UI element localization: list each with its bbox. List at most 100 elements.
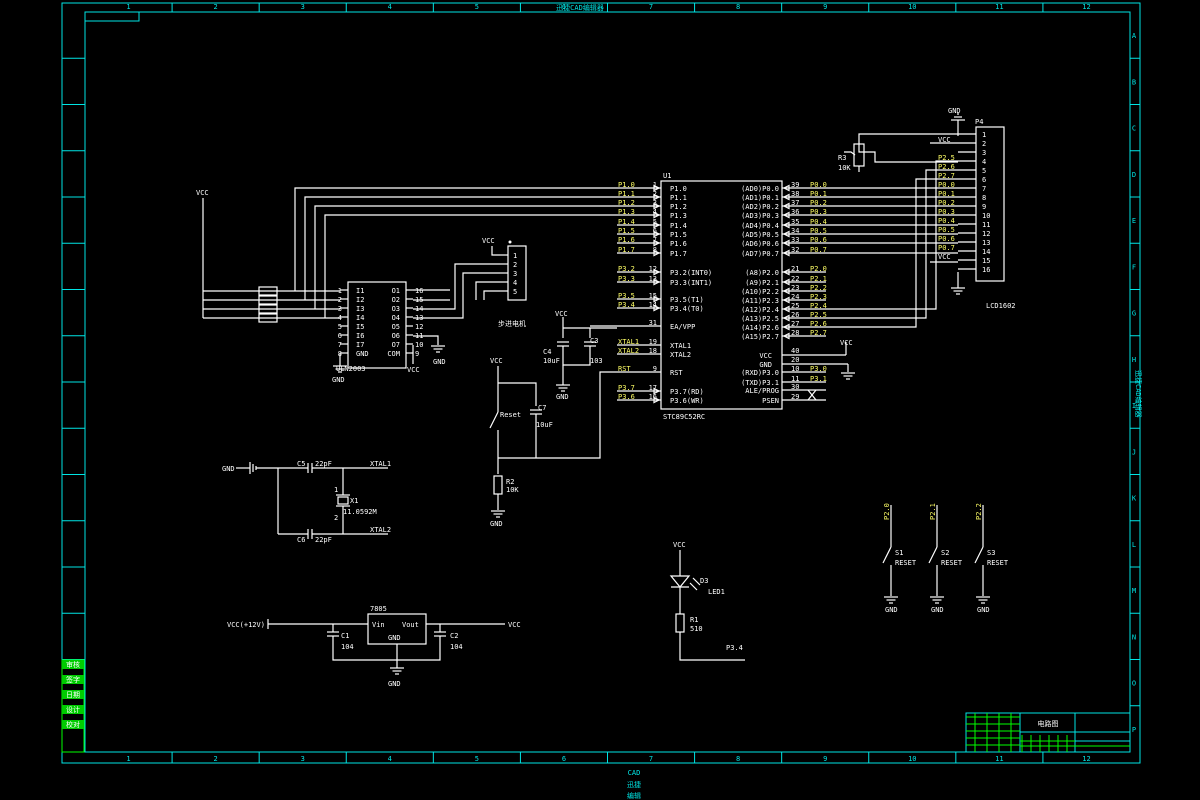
pin-arrow <box>653 184 661 192</box>
driver-label-right-3: O4 <box>392 314 400 322</box>
mcu-label-port1-4: P1.4 <box>670 222 687 230</box>
pf-vcc: VCC <box>555 310 568 318</box>
frame-col-top-1: 1 <box>126 3 130 11</box>
crystal-circuit: GND C5 22pF C6 22pF XTAL1 XTAL2 X1 11.05… <box>222 460 391 544</box>
lcd-net-12: P0.5 <box>938 226 955 234</box>
frame-row-L: L <box>1132 541 1136 549</box>
mcu-net-misc-1: P3.1 <box>810 375 827 383</box>
reset-r2-ref: R2 <box>506 478 514 486</box>
frame-col-top-9: 9 <box>823 3 827 11</box>
frame-col-top-6: 6 <box>562 3 566 11</box>
mcu-net-port3a-1: P3.3 <box>618 275 635 283</box>
pin-arrow <box>782 268 790 276</box>
pin-arrow <box>782 239 790 247</box>
frame-col-bottom-1: 1 <box>126 755 130 763</box>
title-block-title: 电路图 <box>1038 719 1059 728</box>
mcu-net-port2-1: P2.1 <box>810 275 827 283</box>
bus-vcc-label: VCC <box>196 189 209 197</box>
pin-arrow <box>653 230 661 238</box>
mcu-pin-misc-2: 30 <box>791 383 799 391</box>
driver-label-left-4: I5 <box>356 323 364 331</box>
mcu-label-port2-3: (A11)P2.3 <box>741 297 779 305</box>
lcd-pot-ref: R3 <box>838 154 846 162</box>
stamp-label: 校对 <box>66 720 80 729</box>
mcu-net-port0-6: P0.6 <box>810 236 827 244</box>
mcu-label-port0-2: (AD2)P0.2 <box>741 203 779 211</box>
xtal-pin2: 2 <box>334 514 338 522</box>
stamp-label: 设计 <box>66 705 80 714</box>
lcd-pin-14: 14 <box>982 248 990 256</box>
stepper-pin-1: 1 <box>513 252 517 260</box>
pf-c4-value: 10uF <box>543 357 560 365</box>
mcu-net-port2-3: P2.3 <box>810 293 827 301</box>
frame-col-bottom-5: 5 <box>475 755 479 763</box>
lcd-pot-value: 10K <box>838 164 851 172</box>
frame-row-G: G <box>1132 310 1136 318</box>
led-r-ref: R1 <box>690 616 698 624</box>
mcu-label-port0-1: (AD1)P0.1 <box>741 194 779 202</box>
lcd-net-14: P0.7 <box>938 244 955 252</box>
mcu-label-port0-4: (AD4)P0.4 <box>741 222 779 230</box>
mcu-label-port0-3: (AD3)P0.3 <box>741 212 779 220</box>
frame-bottom-caption: CAD <box>628 769 641 777</box>
driver-pin-left-1: 2 <box>338 296 342 304</box>
pin-arrow <box>782 230 790 238</box>
mcu-pin-port1-4: 5 <box>653 218 657 226</box>
mcu-label-port2-0: (A8)P2.0 <box>745 269 779 277</box>
mcu-pin-port2-6: 27 <box>791 320 799 328</box>
mcu-net-port0-4: P0.4 <box>810 218 827 226</box>
pin-arrow <box>782 296 790 304</box>
lcd-pin-9: 9 <box>982 203 986 211</box>
regulator-7805: 7805 Vin Vout GND VCC(+12V) VCC C1 104 C… <box>227 605 521 688</box>
button-net-s2: P2.1 <box>929 503 937 520</box>
mcu-net-port1-6: P1.6 <box>618 236 635 244</box>
mcu-label-vcc: VCC <box>759 352 772 360</box>
mcu-label-port2-6: (A14)P2.6 <box>741 324 779 332</box>
mcu-net-port3c-0: P3.7 <box>618 384 635 392</box>
frame-col-top-12: 12 <box>1082 3 1090 11</box>
button-gnd-s3: GND <box>977 606 990 614</box>
reset-c7-value: 10uF <box>536 421 553 429</box>
driver-pin-right-7: 9 <box>415 350 419 358</box>
lcd-pin-3: 3 <box>982 149 986 157</box>
mcu-net-port3c-1: P3.6 <box>618 393 635 401</box>
lcd-name: LCD1602 <box>986 302 1016 310</box>
mcu-net-port2-2: P2.2 <box>810 284 827 292</box>
lcd-net-7: P0.0 <box>938 181 955 189</box>
frame-row-B: B <box>1132 78 1136 86</box>
pin-arrow <box>782 202 790 210</box>
reset-vcc: VCC <box>490 357 503 365</box>
driver-pin-right-4: 12 <box>415 323 423 331</box>
mcu-net-port3b-1: P3.4 <box>618 301 635 309</box>
mcu-net-port0-1: P0.1 <box>810 190 827 198</box>
reg-c2-value: 104 <box>450 643 463 651</box>
lcd-pin-2: 2 <box>982 140 986 148</box>
pin-arrow <box>782 278 790 286</box>
lcd-ref: P4 <box>975 118 983 126</box>
mcu-pin-misc-0: 10 <box>791 365 799 373</box>
mcu-label-port1-6: P1.6 <box>670 240 687 248</box>
lcd-net-2: VCC <box>938 136 951 144</box>
mcu-label-port3b-1: P3.4(T0) <box>670 305 704 313</box>
mcu-pin-port0-6: 33 <box>791 236 799 244</box>
mcu-pin-port2-3: 24 <box>791 293 799 301</box>
led-r-value: 510 <box>690 625 703 633</box>
pin-arrow <box>653 239 661 247</box>
mcu-label-misc-2: ALE/PROG <box>745 387 779 395</box>
frame-row-P: P <box>1132 726 1136 734</box>
reg-gnd-label: GND <box>388 680 401 688</box>
mcu-pin-port3c-0: 17 <box>649 384 657 392</box>
stamp-label: 日期 <box>66 691 80 699</box>
mcu-net-port0-3: P0.3 <box>810 208 827 216</box>
mcu-pin-port1-1: 2 <box>653 190 657 198</box>
frame-row-K: K <box>1132 495 1137 503</box>
pin-arrow <box>782 221 790 229</box>
xtal-c6-ref: C6 <box>297 536 305 544</box>
button-gnd-s1: GND <box>885 606 898 614</box>
frame-row-O: O <box>1132 680 1136 688</box>
button-net-s1: P2.0 <box>883 503 891 520</box>
frame-col-top-10: 10 <box>908 3 916 11</box>
